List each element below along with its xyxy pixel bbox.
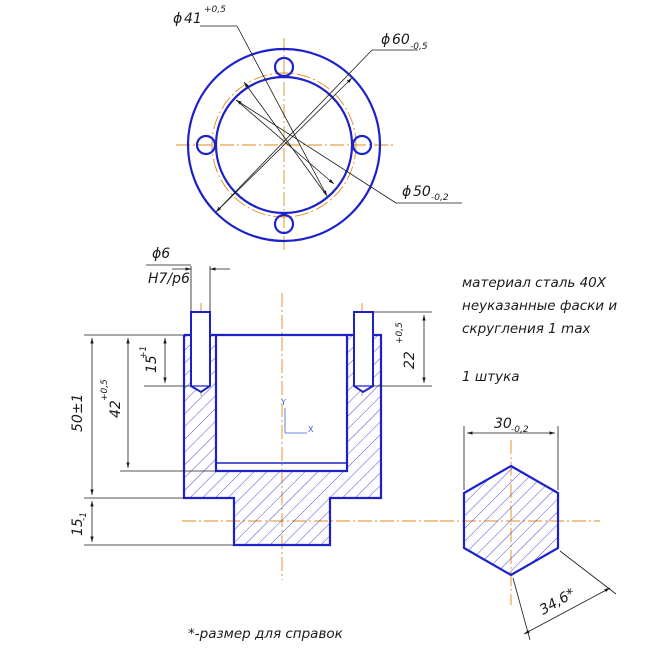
- dim-corners-line: [523, 587, 611, 635]
- note-quantity: 1 штука: [462, 369, 520, 385]
- notes-block: материал сталь 40Х неуказанные фаски и с…: [462, 275, 617, 385]
- hex-ext-corner-a: [512, 577, 531, 641]
- dim-flange-value: 15: [70, 518, 86, 536]
- pitch-circle: [211, 72, 357, 218]
- hex-section: [462, 464, 560, 577]
- dim-outer-symbol: ϕ: [381, 32, 390, 48]
- pin-hole-bottom: [273, 213, 295, 235]
- dim-bore-line: [236, 25, 328, 197]
- dim-outer-tol: -0,5: [410, 42, 428, 52]
- dim-bore-arrow2: [243, 81, 328, 197]
- dim-corners-value: 34,6*: [537, 586, 578, 619]
- pin-hole-right-section: [353, 311, 374, 394]
- pin-hole-left: [195, 134, 217, 156]
- dim-pcd-arrow2: [235, 99, 335, 185]
- dim-bore-depth-tol: +0,5: [100, 379, 110, 401]
- hex-view: 30 -0,2 34,6*: [440, 416, 617, 641]
- dim-bore-value: 41: [184, 11, 202, 27]
- pin-hole-top: [273, 56, 295, 78]
- dim-bore-tol: +0,5: [204, 5, 226, 15]
- dim-pin-right-tol: +0,5: [395, 322, 405, 344]
- section-view: Y X ϕ6 H7/p6 50±1 15 -1 42 +0,5 15 +1 22…: [70, 246, 440, 580]
- dim-outer-line: [215, 49, 373, 213]
- dim-flats-tol: -0,2: [511, 425, 529, 435]
- dim-pin-right-value: 22: [402, 351, 418, 369]
- note-fillets: скругления 1 max: [462, 321, 591, 337]
- pin-hole-right: [351, 134, 373, 156]
- dim-outer-arrow2: [215, 77, 353, 213]
- dim-bore-symbol: ϕ: [173, 11, 182, 27]
- pin-diameter-label: ϕ6: [152, 246, 170, 262]
- axis-x-label: X: [308, 425, 314, 434]
- dim-pin-left-tol: +1: [139, 346, 149, 359]
- pin-hole-left-section: [190, 311, 211, 394]
- dim-bore-depth-value: 42: [108, 400, 124, 418]
- dim-outer-value: 60: [392, 32, 410, 48]
- dim-pcd-value: 50: [413, 184, 431, 200]
- dim-flange-tol: -1: [79, 512, 89, 521]
- dim-pcd-tol: -0,2: [431, 193, 449, 203]
- footnote-reference: *-размер для справок: [188, 626, 344, 642]
- dim-total-height-label: 50±1: [70, 394, 86, 432]
- hex-ext-corner-b: [559, 550, 617, 595]
- section-hatch: [184, 335, 381, 545]
- section-contour: [182, 333, 383, 547]
- note-chamfers: неуказанные фаски и: [462, 298, 617, 314]
- note-material: материал сталь 40Х: [462, 275, 607, 291]
- dim-pcd-line: [235, 99, 397, 204]
- top-view: ϕ 41 +0,5 ϕ 60 -0,5 ϕ 50 -0,2: [173, 5, 462, 252]
- dim-pin-left-value: 15: [144, 355, 160, 373]
- pin-fit-label: H7/p6: [148, 271, 190, 287]
- outer-circle: [186, 47, 382, 243]
- dim-pcd-symbol: ϕ: [402, 184, 411, 200]
- axis-y-label: Y: [280, 398, 286, 407]
- dim-flats-value: 30: [494, 416, 512, 432]
